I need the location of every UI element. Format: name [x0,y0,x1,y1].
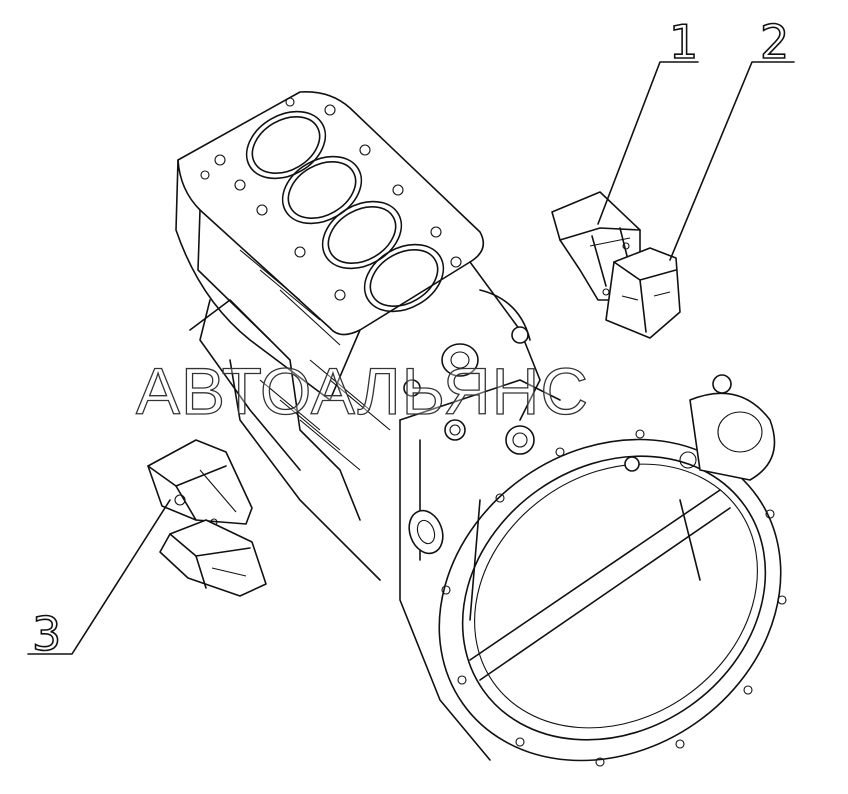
callout-label-1: 1 [669,15,698,69]
cylinder-bore-1 [245,110,327,180]
mount-pad-part-3b [159,519,267,597]
flywheel-housing [399,326,787,767]
leader-line-3 [27,499,171,655]
callout-label-2: 2 [760,15,789,69]
watermark: АВТОАЛЬЯНС [136,354,589,428]
callout-1: 1 [597,14,699,225]
callout-label-3: 3 [32,607,61,661]
callout-2: 2 [669,14,795,261]
bracket-part-3 [147,439,253,526]
cylinder-block [175,91,541,581]
mount-pad-part-2 [605,247,681,339]
leader-line-1 [597,61,699,225]
callout-3: 3 [27,499,171,662]
cylinder-bore-4 [363,243,445,313]
leader-line-2 [669,61,795,261]
